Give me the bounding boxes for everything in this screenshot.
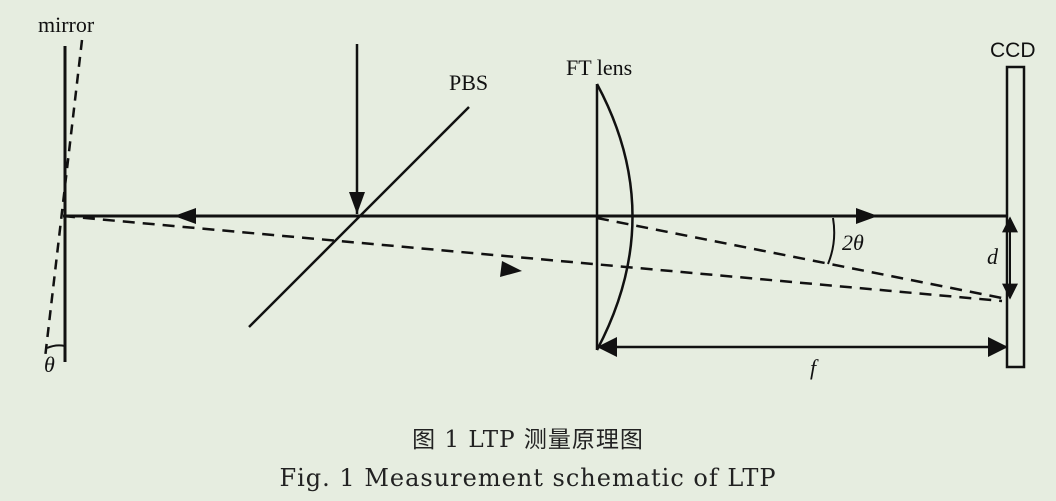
f-label: f (810, 355, 819, 380)
pbs-label: PBS (449, 70, 488, 95)
caption-english: Fig. 1 Measurement schematic of LTP (279, 464, 777, 492)
d-label: d (987, 244, 999, 269)
theta-label: θ (44, 352, 55, 377)
ccd-label: CCD (990, 39, 1036, 62)
ft-lens (595, 83, 634, 351)
return-beam-arrow (174, 208, 196, 224)
deflected-beam (62, 214, 1003, 303)
deflected-beam-arrow (500, 261, 522, 277)
two-theta-arc (827, 217, 836, 265)
two-theta-label: 2θ (842, 230, 864, 255)
tilted-mirror-surface (43, 39, 84, 359)
caption-chinese: 图 1 LTP 测量原理图 (412, 427, 644, 453)
ft-lens-label: FT lens (566, 55, 632, 80)
focused-ray (596, 216, 1003, 300)
theta-arc (46, 344, 66, 349)
ccd-detector (1005, 65, 1026, 369)
incident-beam-arrow (349, 192, 365, 214)
forward-beam-arrow (856, 208, 878, 224)
mirror-label: mirror (38, 12, 95, 37)
